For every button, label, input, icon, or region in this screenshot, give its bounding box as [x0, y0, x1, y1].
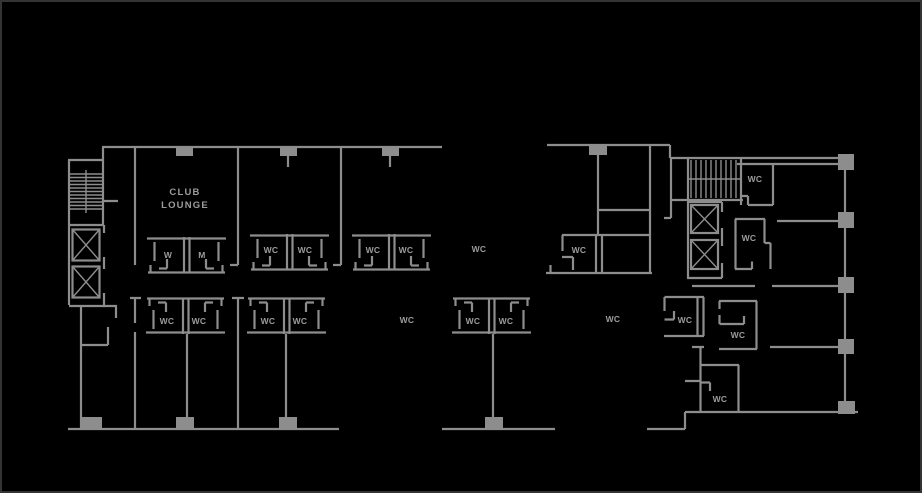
label-wc-bottom2-right: WC [293, 316, 308, 326]
label-mens-toilet: M [198, 250, 205, 260]
mid-wc-room [546, 233, 652, 275]
label-wc-top-open: WC [472, 244, 487, 254]
label-club-lounge-line1: CLUB [169, 187, 200, 198]
right-stairs [664, 158, 743, 220]
bottom-wc-pair-1 [144, 296, 227, 336]
top-wc-pair-2 [350, 232, 433, 272]
bottom-right-wc-c [685, 347, 740, 411]
label-wc-bottom1-left: WC [160, 316, 175, 326]
label-wc-bottom-right-a: WC [678, 315, 693, 325]
corridor-walls [185, 296, 495, 429]
label-womens-toilet: W [164, 250, 173, 260]
exterior-walls [68, 143, 858, 431]
bottom-right-wc-b [718, 299, 758, 351]
right-room-dividers [692, 219, 843, 349]
label-wc-top1-left: WC [264, 245, 279, 255]
wm-toilet-pair [145, 235, 228, 275]
left-stairs [67, 158, 118, 305]
bottom-wc-pair-2 [245, 296, 328, 336]
right-top-wc-room [741, 164, 775, 207]
left-lower-walls [69, 296, 141, 429]
label-wc-bottom3-right: WC [499, 316, 514, 326]
label-wc-right-mid: WC [742, 233, 757, 243]
right-mid-wc-room [734, 217, 772, 271]
left-elevators [71, 225, 106, 305]
label-wc-top2-left: WC [366, 245, 381, 255]
structural-columns [80, 144, 855, 429]
label-wc-top1-right: WC [298, 245, 313, 255]
label-wc-top2-right: WC [399, 245, 414, 255]
room-labels: CLUB LOUNGE W M WC WC WC WC WC WC WC WC … [160, 174, 763, 404]
label-wc-bottom1-right: WC [192, 316, 207, 326]
label-wc-right-top: WC [748, 174, 763, 184]
top-wc-pair-1 [248, 232, 331, 272]
label-club-lounge-line2: LOUNGE [161, 200, 209, 211]
label-wc-bottom-open-2: WC [606, 314, 621, 324]
label-wc-bottom3-left: WC [466, 316, 481, 326]
label-wc-bottom-right-c: WC [713, 394, 728, 404]
right-elevators [686, 200, 724, 280]
label-wc-bottom-right-b: WC [731, 330, 746, 340]
label-wc-bottom-open-1: WC [400, 315, 415, 325]
bottom-right-wc-a [663, 295, 705, 338]
bottom-wc-pair-3 [450, 296, 533, 336]
label-wc-mid-room: WC [572, 245, 587, 255]
label-wc-bottom2-left: WC [261, 316, 276, 326]
